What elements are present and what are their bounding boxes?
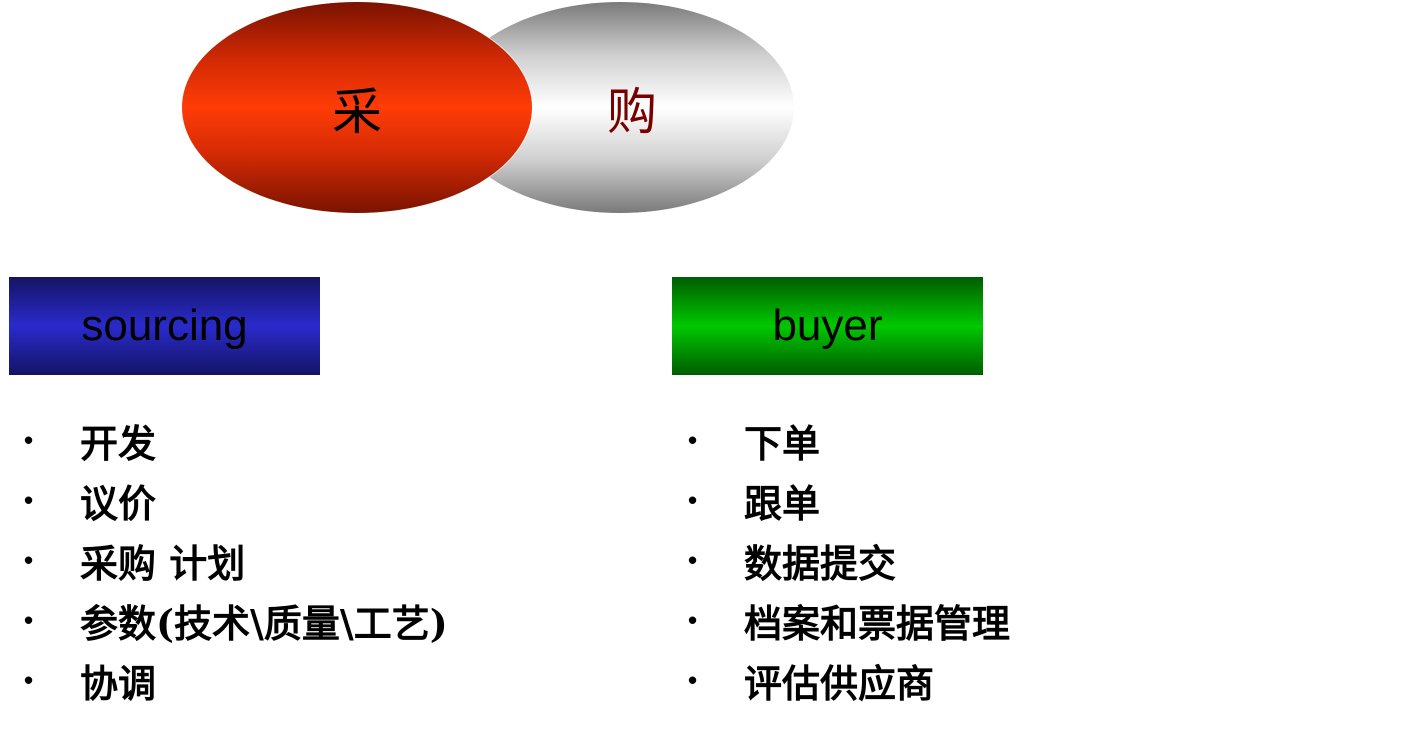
bullet: • <box>688 664 698 695</box>
bullet: • <box>688 484 698 515</box>
list-item-text: 参数(技术\质量\工艺) <box>80 600 448 646</box>
bullet: • <box>24 544 34 575</box>
bullet: • <box>24 664 34 695</box>
list-item: • 档案和票据管理 <box>688 590 1010 650</box>
list-item: • 采购 计划 <box>24 530 448 590</box>
list-item-text: 开发 <box>80 420 157 466</box>
list-item-text: 采购 计划 <box>80 540 246 586</box>
list-item-text: 下单 <box>744 420 821 466</box>
list-item: • 参数(技术\质量\工艺) <box>24 590 448 650</box>
list-item: • 评估供应商 <box>688 650 1010 710</box>
venn-right-label: 购 <box>607 82 657 141</box>
list-item-text: 档案和票据管理 <box>744 600 1011 646</box>
list-item: • 跟单 <box>688 470 1010 530</box>
buyer-label: buyer <box>772 301 883 350</box>
list-item: • 下单 <box>688 410 1010 470</box>
bullet: • <box>24 484 34 515</box>
sourcing-list: • 开发 • 议价 • 采购 计划 • 参数(技术\质量\工艺) • 协调 <box>24 410 448 710</box>
bullet: • <box>688 604 698 635</box>
buyer-list: • 下单 • 跟单 • 数据提交 • 档案和票据管理 • 评估供应商 <box>688 410 1010 710</box>
sourcing-box: sourcing <box>9 277 320 375</box>
bullet: • <box>24 604 34 635</box>
bullet: • <box>688 544 698 575</box>
bullet: • <box>688 424 698 455</box>
list-item-text: 数据提交 <box>744 540 897 586</box>
bullet: • <box>24 424 34 455</box>
list-item: • 开发 <box>24 410 448 470</box>
list-item-text: 议价 <box>80 480 157 526</box>
list-item-text: 跟单 <box>744 480 821 526</box>
sourcing-label: sourcing <box>81 301 248 350</box>
venn-left-label: 采 <box>332 82 382 141</box>
venn-left-ellipse: 采 <box>182 2 532 213</box>
list-item: • 协调 <box>24 650 448 710</box>
list-item: • 数据提交 <box>688 530 1010 590</box>
buyer-box: buyer <box>672 277 983 375</box>
list-item-text: 协调 <box>80 660 157 706</box>
list-item: • 议价 <box>24 470 448 530</box>
list-item-text: 评估供应商 <box>744 660 935 706</box>
